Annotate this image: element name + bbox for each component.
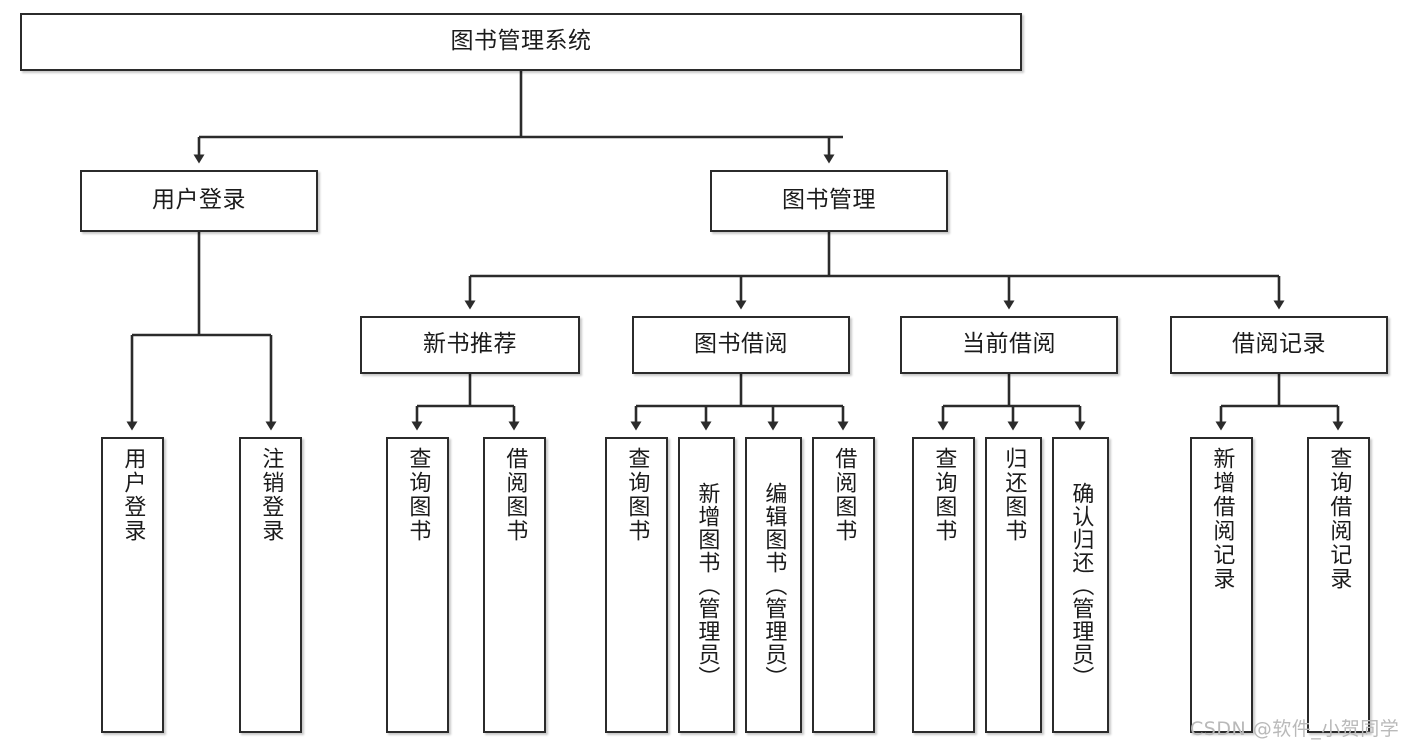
node-user-login-label: 用户登录 bbox=[152, 187, 246, 214]
leaf-return-book[interactable]: 归还图书 bbox=[985, 437, 1042, 733]
node-book-borrow-label: 图书借阅 bbox=[694, 331, 788, 358]
node-current-borrow[interactable]: 当前借阅 bbox=[900, 316, 1118, 374]
leaf-borrow-book-borrow[interactable]: 借阅图书 bbox=[812, 437, 875, 733]
leaf-add-borrow-record[interactable]: 新增借阅记录 bbox=[1190, 437, 1253, 733]
node-user-login[interactable]: 用户登录 bbox=[80, 170, 318, 232]
leaf-add-book-admin[interactable]: 新增图书（管理员） bbox=[678, 437, 735, 733]
leaf-query-book-current[interactable]: 查询图书 bbox=[912, 437, 975, 733]
leaf-logout-login-label: 注销登录 bbox=[258, 447, 284, 543]
node-borrow-record[interactable]: 借阅记录 bbox=[1170, 316, 1388, 374]
node-root-label: 图书管理系统 bbox=[450, 28, 592, 55]
leaf-query-book-current-label: 查询图书 bbox=[931, 447, 957, 543]
leaf-query-borrow-record[interactable]: 查询借阅记录 bbox=[1307, 437, 1370, 733]
leaf-confirm-return-admin[interactable]: 确认归还（管理员） bbox=[1052, 437, 1109, 733]
leaf-edit-book-admin[interactable]: 编辑图书（管理员） bbox=[745, 437, 802, 733]
node-new-book-recommend-label: 新书推荐 bbox=[423, 331, 517, 358]
leaf-borrow-book-recommend[interactable]: 借阅图书 bbox=[483, 437, 546, 733]
leaf-query-book-borrow-label: 查询图书 bbox=[624, 447, 650, 543]
node-book-borrow[interactable]: 图书借阅 bbox=[632, 316, 850, 374]
leaf-borrow-book-recommend-label: 借阅图书 bbox=[502, 447, 528, 543]
leaf-user-login-label: 用户登录 bbox=[120, 447, 146, 543]
leaf-borrow-book-borrow-label: 借阅图书 bbox=[831, 447, 857, 543]
leaf-query-borrow-record-label: 查询借阅记录 bbox=[1326, 447, 1352, 591]
leaf-return-book-label: 归还图书 bbox=[1001, 447, 1027, 543]
leaf-add-book-admin-label: 新增图书（管理员） bbox=[694, 481, 720, 689]
leaf-add-borrow-record-label: 新增借阅记录 bbox=[1209, 447, 1235, 591]
leaf-user-login[interactable]: 用户登录 bbox=[101, 437, 164, 733]
node-root[interactable]: 图书管理系统 bbox=[20, 13, 1022, 71]
leaf-edit-book-admin-label: 编辑图书（管理员） bbox=[761, 481, 787, 689]
node-borrow-record-label: 借阅记录 bbox=[1232, 331, 1326, 358]
leaf-query-book-borrow[interactable]: 查询图书 bbox=[605, 437, 668, 733]
leaf-logout-login[interactable]: 注销登录 bbox=[239, 437, 302, 733]
leaf-confirm-return-admin-label: 确认归还（管理员） bbox=[1068, 481, 1094, 689]
node-book-manage[interactable]: 图书管理 bbox=[710, 170, 948, 232]
csdn-watermark: CSDN @软件_小贺同学 bbox=[1190, 718, 1400, 740]
node-current-borrow-label: 当前借阅 bbox=[962, 331, 1056, 358]
leaf-query-book-recommend-label: 查询图书 bbox=[405, 447, 431, 543]
leaf-query-book-recommend[interactable]: 查询图书 bbox=[386, 437, 449, 733]
node-book-manage-label: 图书管理 bbox=[782, 187, 876, 214]
node-new-book-recommend[interactable]: 新书推荐 bbox=[360, 316, 580, 374]
